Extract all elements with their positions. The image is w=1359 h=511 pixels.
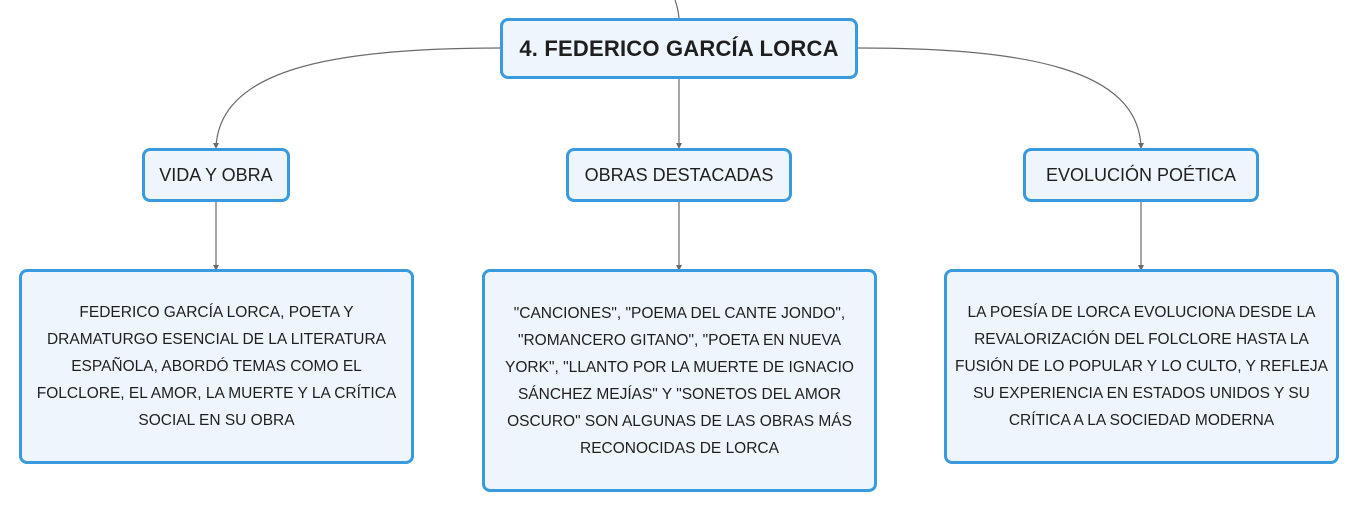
connector-root-to-vida <box>215 47 501 148</box>
arrow-head-obras <box>676 143 682 149</box>
root-title: 4. FEDERICO GARCÍA LORCA <box>519 35 839 61</box>
connector-root-to-evolucion <box>857 47 1142 148</box>
leaf-text: FEDERICO GARCÍA LORCA, POETA Y DRAMATURG… <box>36 304 397 429</box>
leaf-text: "CANCIONES", "POEMA DEL CANTE JONDO", "R… <box>505 304 854 457</box>
arrow-head-evolucion-leaf <box>1138 265 1144 271</box>
arrow-head-vida-leaf <box>213 265 219 271</box>
branch-node-obras-destacadas[interactable]: OBRAS DESTACADAS <box>566 148 792 202</box>
arrow-head-obras-leaf <box>676 265 682 271</box>
leaf-node-evolucion-poetica[interactable]: LA POESÍA DE LORCA EVOLUCIONA DESDE LA R… <box>944 269 1339 464</box>
arrow-head-vida <box>213 143 219 149</box>
branch-node-evolucion-poetica[interactable]: EVOLUCIÓN POÉTICA <box>1023 148 1259 202</box>
branch-title: VIDA Y OBRA <box>159 164 273 185</box>
branch-title: EVOLUCIÓN POÉTICA <box>1045 164 1237 185</box>
leaf-text: LA POESÍA DE LORCA EVOLUCIONA DESDE LA R… <box>955 304 1328 429</box>
leaf-node-obras-destacadas[interactable]: "CANCIONES", "POEMA DEL CANTE JONDO", "R… <box>482 269 877 492</box>
leaf-node-vida-y-obra[interactable]: FEDERICO GARCÍA LORCA, POETA Y DRAMATURG… <box>19 269 414 464</box>
branch-title: OBRAS DESTACADAS <box>584 164 774 185</box>
root-node[interactable]: 4. FEDERICO GARCÍA LORCA <box>500 18 858 79</box>
connector-parent-to-root <box>674 0 680 19</box>
branch-node-vida-y-obra[interactable]: VIDA Y OBRA <box>142 148 290 202</box>
arrow-head-evolucion <box>1138 143 1144 149</box>
